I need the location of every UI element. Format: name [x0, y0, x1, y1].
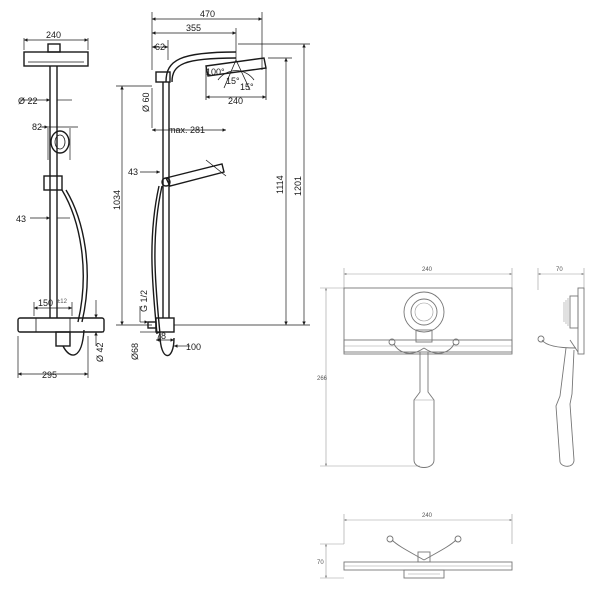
label-depth-100: 100 — [186, 342, 201, 352]
label-thermostat-centers: 150 — [38, 298, 53, 308]
shower-arm-joint — [47, 43, 61, 53]
label-pipe-diameter: Ø 22 — [18, 96, 38, 106]
hand-shower — [47, 128, 71, 160]
dim-diameter-68: Ø68 — [130, 331, 156, 360]
dim-handshower-depth: 82 — [32, 122, 78, 132]
overhead-shower — [23, 51, 89, 67]
dim-arm-reach: 355 — [152, 23, 237, 60]
label-tilt-a: 15° — [226, 76, 240, 86]
thermostat-body — [17, 317, 105, 333]
shower-holder — [43, 175, 63, 191]
label-height-1034: 1034 — [112, 190, 122, 210]
label-offset-43-side: 43 — [128, 167, 138, 177]
hook-left — [393, 343, 425, 354]
dim-squeegee-top-depth: 70 — [317, 543, 344, 579]
label-squeegee-width: 240 — [422, 267, 433, 273]
dim-thread: G 1/2 — [139, 290, 149, 324]
side-hose — [154, 185, 163, 335]
label-base-width: 295 — [42, 370, 57, 380]
label-thermostat-tolerance: ±12 — [57, 299, 68, 305]
squeegee-front-view: 240 266 — [317, 267, 513, 468]
dim-pipe-diameter: Ø 22 — [18, 96, 72, 106]
dim-width-top: 240 — [23, 30, 89, 50]
top-hook-left — [391, 539, 425, 561]
dim-total-reach: 470 — [151, 9, 263, 70]
label-depth-78: 78 — [156, 331, 166, 341]
wall-bracket-top — [155, 71, 171, 83]
tilted-overhead-shower — [205, 57, 267, 100]
side-backplate — [577, 287, 585, 355]
label-diameter-42: Ø 42 — [95, 342, 105, 362]
dim-height-1034: 1034 — [112, 85, 152, 326]
label-squeegee-top-width: 240 — [422, 513, 433, 519]
shower-arm — [165, 51, 237, 83]
shower-front-view: 240 Ø 22 82 — [16, 30, 105, 380]
hook-right — [423, 343, 455, 354]
side-suction-cup — [563, 295, 579, 329]
dim-diameter-42: Ø 42 — [90, 300, 105, 362]
label-arm-reach: 355 — [186, 23, 201, 33]
label-head-width: 240 — [228, 96, 243, 106]
squeegee-side-view: 70 — [537, 267, 585, 467]
squeegee-handle — [413, 352, 435, 468]
dim-base-width: 295 — [17, 336, 89, 380]
label-total-reach: 470 — [200, 9, 215, 19]
dim-offset-43-left: 43 — [16, 214, 70, 224]
label-thread: G 1/2 — [139, 290, 149, 312]
shower-hose — [61, 189, 84, 323]
squeegee-top-view: 240 70 — [317, 513, 513, 579]
dim-head-width: 240 — [206, 95, 266, 106]
label-handshower-depth: 82 — [32, 122, 42, 132]
dim-squeegee-width: 240 — [343, 267, 513, 290]
label-tilt-b: 15° — [240, 82, 254, 92]
label-offset-43-left: 43 — [16, 214, 26, 224]
label-squeegee-height: 266 — [317, 376, 328, 382]
label-diameter-60: Ø 60 — [141, 92, 151, 112]
label-angle: 100° — [206, 67, 225, 77]
label-height-1114: 1114 — [275, 175, 285, 194]
suction-cup — [403, 291, 445, 343]
dim-height-1201: 1201 — [238, 43, 310, 326]
label-max-reach: max. 281 — [168, 125, 205, 135]
dim-diameter-60: Ø 60 — [141, 88, 153, 128]
side-hand-shower — [161, 159, 227, 187]
side-handle — [555, 339, 579, 467]
squeegee-backplate — [343, 287, 513, 355]
dim-squeegee-height: 266 — [317, 287, 420, 467]
label-diameter-68: Ø68 — [130, 343, 140, 360]
label-squeegee-top-depth: 70 — [317, 560, 324, 566]
label-squeegee-side-depth: 70 — [556, 267, 563, 273]
thermostat-outlet — [55, 331, 71, 347]
dim-depth-78: 78 — [156, 331, 174, 342]
dim-depth-100: 100 — [174, 342, 201, 352]
label-offset-62: 62 — [155, 42, 165, 52]
label-width-top: 240 — [46, 30, 61, 40]
top-suction-cup — [403, 551, 445, 579]
dim-squeegee-side-depth: 70 — [537, 267, 585, 290]
dim-max-reach: max. 281 — [152, 125, 226, 135]
dim-thermostat-centers: 150 ±12 — [33, 298, 73, 316]
dim-squeegee-top-width: 240 — [343, 513, 513, 544]
dim-offset-43-side: 43 — [128, 167, 160, 177]
label-height-1201: 1201 — [293, 176, 303, 196]
shower-side-view: 470 355 62 100° 15° 15° — [112, 9, 310, 360]
top-hook-right — [423, 539, 457, 561]
dim-height-1114: 1114 — [174, 57, 292, 326]
dim-offset-62: 62 — [152, 40, 169, 60]
